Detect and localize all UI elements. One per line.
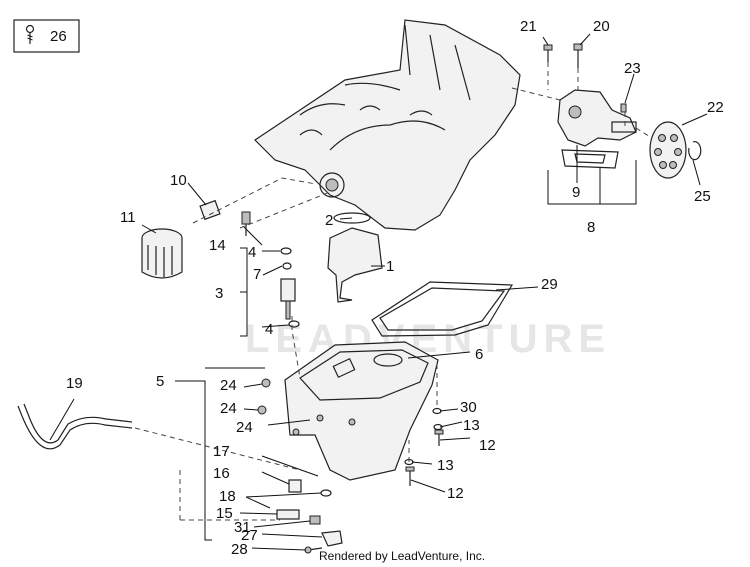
callout-25: 25	[694, 188, 711, 205]
callout-12-lower: 12	[447, 485, 464, 502]
oil-strainer	[327, 212, 383, 303]
drain-plug-15	[276, 509, 300, 520]
callout-30: 30	[460, 399, 477, 416]
callout-7: 7	[253, 266, 261, 283]
credit-text: Rendered by LeadVenture, Inc.	[319, 549, 485, 563]
drive-gear-22	[649, 121, 687, 179]
bracket-27	[321, 530, 343, 547]
callout-13-upper: 13	[463, 417, 480, 434]
callouts: 1 2 3 4 4 5 6 7 8 9 10 11 12 12 13 13 14…	[66, 18, 724, 558]
callout-14: 14	[209, 237, 226, 254]
oil-pump	[557, 89, 637, 147]
callout-28: 28	[231, 541, 248, 558]
legend-box: 26	[13, 19, 80, 53]
callout-12-upper: 12	[479, 437, 496, 454]
pump-bolt-21	[543, 44, 553, 62]
oil-sump	[284, 341, 439, 481]
sealing-washer-18	[320, 489, 332, 497]
callout-8: 8	[587, 219, 595, 236]
pin-23	[620, 103, 627, 113]
callout-5: 5	[156, 373, 164, 390]
callout-23: 23	[624, 60, 641, 77]
callout-24-mid: 24	[220, 400, 237, 417]
callout-2: 2	[325, 212, 333, 229]
callout-20: 20	[593, 18, 610, 35]
callout-16: 16	[213, 465, 230, 482]
screw-icon	[25, 24, 35, 44]
pump-bolt-20	[573, 43, 583, 68]
callout-21: 21	[520, 18, 537, 35]
callout-13-lower: 13	[437, 457, 454, 474]
callout-24-lower: 24	[236, 419, 253, 436]
callout-29: 29	[541, 276, 558, 293]
callout-4-lower: 4	[265, 321, 273, 338]
callout-4-upper: 4	[248, 244, 256, 261]
breather-hose	[17, 403, 133, 450]
callout-19: 19	[66, 375, 83, 392]
callout-31: 31	[234, 519, 251, 536]
bolt-12b	[405, 466, 415, 486]
callout-10: 10	[170, 172, 187, 189]
crankcase	[254, 19, 521, 231]
legend-ref-26: 26	[50, 28, 67, 45]
callout-17: 17	[213, 443, 230, 460]
circlip-25	[688, 141, 702, 161]
callout-6: 6	[475, 346, 483, 363]
bypass-valve	[280, 247, 300, 328]
washer-31	[309, 515, 321, 525]
callout-27: 27	[241, 527, 258, 544]
callout-9: 9	[572, 184, 580, 201]
oil-filter	[141, 228, 183, 279]
callout-15: 15	[216, 505, 233, 522]
callout-22: 22	[707, 99, 724, 116]
callout-18: 18	[219, 488, 236, 505]
plug-24-top	[261, 378, 271, 388]
callout-3: 3	[215, 285, 223, 302]
pan-gasket	[371, 281, 514, 337]
leader-lines	[49, 33, 708, 551]
drain-plug-16	[288, 479, 302, 493]
washer-30	[432, 407, 442, 415]
filter-nipple	[199, 199, 221, 221]
callout-11: 11	[120, 209, 136, 226]
pressure-sensor	[241, 211, 251, 236]
pump-gasket	[561, 149, 619, 169]
callout-1: 1	[386, 258, 394, 275]
callout-24-top: 24	[220, 377, 237, 394]
bolt-12a	[434, 429, 444, 446]
plug-24-mid	[257, 405, 267, 415]
